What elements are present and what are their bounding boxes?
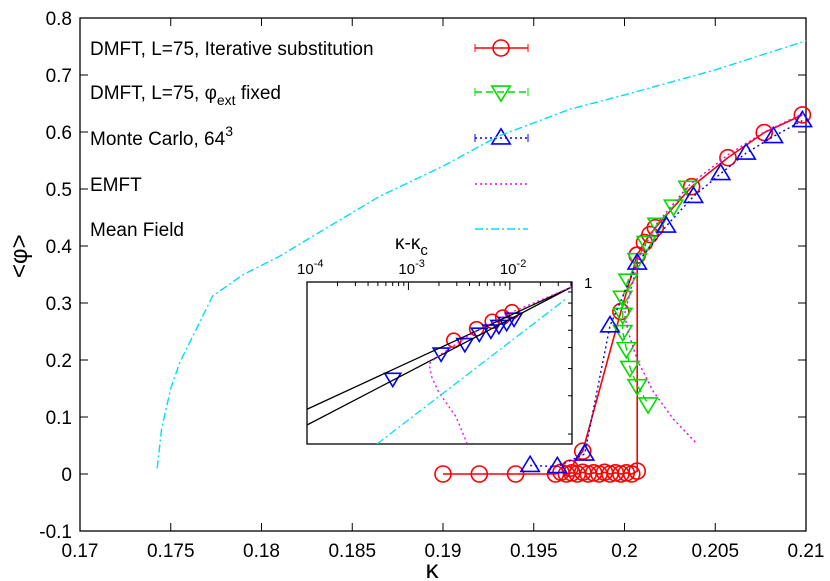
data-point xyxy=(719,148,737,167)
data-point xyxy=(470,465,489,483)
data-point xyxy=(655,215,677,233)
data-point xyxy=(612,290,634,309)
data-point xyxy=(755,123,774,142)
data-point xyxy=(573,443,596,461)
inset-x-axis-label: κ-κc xyxy=(395,233,428,259)
y-tick-label: 0.3 xyxy=(46,294,72,315)
inset-series-line xyxy=(307,286,572,410)
inset-series-line xyxy=(307,286,572,426)
legend-label-emft: EMFT xyxy=(90,175,142,196)
inset-data-point xyxy=(469,327,489,344)
series-0 xyxy=(434,106,812,483)
data-point xyxy=(637,397,659,415)
data-point xyxy=(617,273,639,291)
y-tick-label: 0.1 xyxy=(46,408,72,429)
x-tick-label: 0.185 xyxy=(328,541,376,562)
inset-frame xyxy=(306,281,573,445)
y-tick-label: 0.7 xyxy=(46,66,72,87)
legend-label-mean-field: Mean Field xyxy=(90,220,184,241)
x-tick-label: 0.18 xyxy=(243,541,280,562)
data-point xyxy=(646,217,668,236)
data-point xyxy=(628,462,647,480)
y-tick-label: -0.1 xyxy=(39,522,72,543)
y-tick-label: 0.4 xyxy=(46,237,73,258)
data-point xyxy=(735,142,757,160)
legend-label-monte-carlo: Monte Carlo, 643 xyxy=(90,123,233,150)
data-point xyxy=(626,252,648,270)
data-point xyxy=(682,177,701,196)
inset-x-tick-label: 10-3 xyxy=(398,258,424,278)
y-axis-label: <φ> xyxy=(6,234,33,278)
legend-label-dmft-fixed: DMFT, L=75, φext fixed xyxy=(90,83,281,108)
inset-plot: 10-4 10-3 10-2 1 xyxy=(297,258,592,445)
data-point xyxy=(546,455,568,474)
inset-data-point xyxy=(445,332,462,349)
y-tick-label: 0.6 xyxy=(46,123,72,144)
series-line xyxy=(623,111,807,443)
inset-data-point xyxy=(431,347,451,363)
series-line xyxy=(156,40,807,469)
data-point xyxy=(615,341,637,360)
series-3 xyxy=(623,111,807,443)
x-tick-label: 0.2 xyxy=(611,541,637,562)
data-point xyxy=(793,106,812,124)
x-axis-label: κ xyxy=(426,554,440,581)
data-point xyxy=(612,324,634,343)
data-point xyxy=(662,199,685,217)
inset-series xyxy=(307,286,572,444)
inset-series-line xyxy=(376,299,566,444)
inset-x-tick-label: 10-4 xyxy=(297,258,323,278)
y-tick-label: 0.8 xyxy=(46,9,72,30)
x-tick-label: 0.195 xyxy=(510,541,558,562)
series-line xyxy=(569,114,803,469)
legend-marker xyxy=(490,85,512,103)
legend-label-dmft-iterative: DMFT, L=75, Iterative substitution xyxy=(90,39,374,60)
inset-x-tick-label: 10-2 xyxy=(500,258,526,278)
data-point xyxy=(573,442,592,461)
series-4 xyxy=(156,40,807,469)
data-point xyxy=(519,454,541,473)
data-point xyxy=(434,465,452,483)
y-tick-label: 0.2 xyxy=(46,351,72,372)
data-point xyxy=(619,360,641,379)
x-tick-label: 0.19 xyxy=(425,541,462,562)
series-1 xyxy=(612,180,699,415)
data-point xyxy=(682,185,705,204)
legend: DMFT, L=75, Iterative substitution DMFT,… xyxy=(90,39,374,241)
x-tick-label: 0.21 xyxy=(788,541,825,562)
x-tick-label: 0.17 xyxy=(62,541,99,562)
data-point xyxy=(626,378,648,397)
x-tick-label: 0.175 xyxy=(147,541,195,562)
inset-data-point xyxy=(383,372,403,389)
data-point xyxy=(599,315,621,333)
data-point xyxy=(710,162,732,181)
data-point xyxy=(506,465,525,483)
data-point xyxy=(762,125,784,144)
series-2 xyxy=(519,109,813,474)
y-tick-label: 0.5 xyxy=(46,180,72,201)
y-tick-label: 0 xyxy=(61,465,72,486)
data-point xyxy=(791,109,813,128)
data-point xyxy=(646,218,665,237)
x-tick-label: 0.205 xyxy=(691,541,739,562)
data-point xyxy=(635,235,657,254)
data-point xyxy=(612,307,634,326)
legend-marker xyxy=(492,39,510,57)
inset-y-tick-label: 1 xyxy=(584,275,592,292)
legend-marker xyxy=(490,127,512,145)
